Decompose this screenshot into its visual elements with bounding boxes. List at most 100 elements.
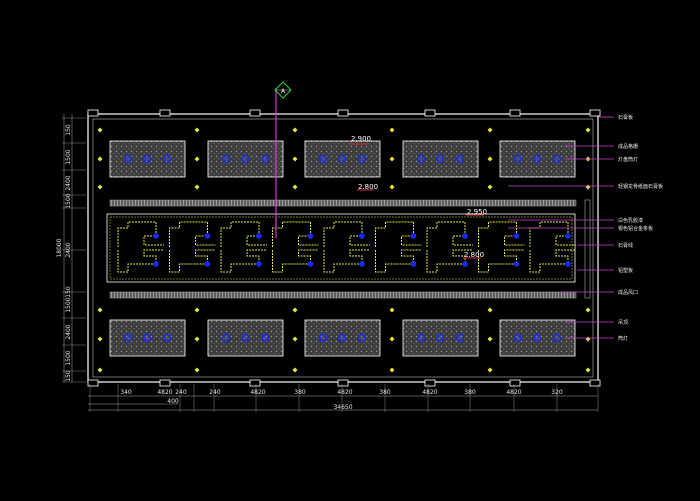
downlight-lamp [532, 333, 542, 343]
downlight-lamp [318, 154, 328, 164]
wall-column-top [159, 109, 171, 117]
callout-label: 白色乳胶漆 [618, 217, 643, 224]
fixture-marker [97, 367, 103, 373]
dim-sub-total: 400 [167, 398, 179, 405]
serpentine-lamp [204, 233, 211, 239]
downlight-cross [359, 156, 365, 162]
downlight-lamp [552, 333, 562, 343]
fixture-marker [389, 336, 395, 342]
downlight-cross [144, 335, 150, 341]
downlight-lamp [513, 333, 523, 343]
fixture-marker [487, 336, 493, 342]
dim-label: 4820 [157, 389, 172, 396]
section-marker-label: A [281, 88, 286, 95]
fixture-marker [487, 156, 493, 162]
downlight-lamp [357, 333, 367, 343]
downlight-cross [125, 335, 131, 341]
dim-label: 4820 [506, 389, 521, 396]
fixture-marker [97, 307, 103, 313]
downlight-lamp [552, 154, 562, 164]
downlight-lamp [240, 154, 250, 164]
downlight-lamp [532, 154, 542, 164]
serpentine-lamp [462, 233, 468, 239]
serpentine-upper [220, 221, 267, 247]
wall-column-top [589, 109, 601, 117]
downlight-cross [515, 335, 521, 341]
downlight-lamp [357, 154, 367, 164]
downlight-cross [418, 156, 424, 162]
section-marker-symbol [274, 81, 292, 99]
downlight-cross [534, 335, 540, 341]
wall-column-bottom [509, 379, 521, 387]
fixture-marker [194, 336, 200, 342]
dim-label: 1500 [65, 350, 72, 365]
downlight-lamp [240, 333, 250, 343]
downlight-lamp [260, 154, 270, 164]
fixture-marker [487, 184, 493, 190]
serpentine-lamp [513, 261, 520, 267]
fixture-marker [585, 127, 591, 133]
dim-label: 2400 [65, 242, 72, 257]
fixture-marker [292, 307, 298, 313]
downlight-lamp [260, 333, 270, 343]
callout-label: 灯盘筒灯 [618, 156, 638, 163]
serpentine-lamp [307, 233, 314, 239]
downlight-cross [437, 335, 443, 341]
upper-light-strip [109, 199, 577, 207]
fixture-marker [389, 127, 395, 133]
downlight-lamp [123, 333, 133, 343]
downlight-lamp [435, 154, 445, 164]
dim-label: 380 [379, 389, 391, 396]
central-feature-outline [106, 213, 576, 283]
downlight-lamp [142, 154, 152, 164]
downlight-lamp [162, 333, 172, 343]
downlight-cross [125, 156, 131, 162]
downlight-cross [534, 156, 540, 162]
dim-label: 150 [65, 370, 72, 382]
dim-label: 2400 [65, 175, 72, 190]
fixture-marker [194, 367, 200, 373]
fixture-marker [487, 307, 493, 313]
elev-upper-panels: 2.900 [351, 135, 371, 143]
callout-label: 成品格栅 [618, 143, 638, 150]
serpentine-upper [117, 221, 164, 247]
callout-label: 成品风口 [618, 289, 638, 296]
ceiling-panels [109, 140, 576, 357]
serpentine-lamp [307, 261, 314, 267]
downlight-cross [223, 156, 229, 162]
fixture-marker [194, 156, 200, 162]
dim-label: 4820 [250, 389, 265, 396]
serpentine-lamp [513, 233, 520, 239]
wall-column-top [87, 109, 99, 117]
callouts: 石膏板成品格栅灯盘筒灯轻钢龙骨纸面石膏板白色乳胶漆银色铝合金条板石膏线铝塑板成品… [508, 114, 663, 342]
downlight-lamp [221, 154, 231, 164]
serpentine-upper [478, 221, 525, 247]
serpentine-lamp [462, 261, 468, 267]
callout-label: 石膏线 [618, 242, 633, 249]
fixture-marker [292, 184, 298, 190]
downlight-cross [554, 156, 560, 162]
dim-total-height: 18000 [56, 238, 63, 257]
downlight-cross [418, 335, 424, 341]
fixture-marker [389, 367, 395, 373]
dim-label: 240 [209, 389, 221, 396]
fixture-marker [194, 127, 200, 133]
fixture-marker [487, 127, 493, 133]
downlight-lamp [435, 333, 445, 343]
serpentine-lamp [359, 233, 365, 239]
serpentine-lamp [256, 233, 262, 239]
elev-center-top: 2.950 [467, 208, 487, 216]
dim-label: 1500 [65, 297, 72, 312]
downlight-lamp [337, 333, 347, 343]
fixture-marker [292, 127, 298, 133]
downlight-lamp [455, 333, 465, 343]
wall-column-top [424, 109, 436, 117]
callout-label: 吊顶 [618, 320, 628, 326]
downlight-cross [359, 335, 365, 341]
wall-column-top [249, 109, 261, 117]
downlight-lamp [337, 154, 347, 164]
fixture-marker [585, 307, 591, 313]
serpentine-lamp [153, 261, 159, 267]
